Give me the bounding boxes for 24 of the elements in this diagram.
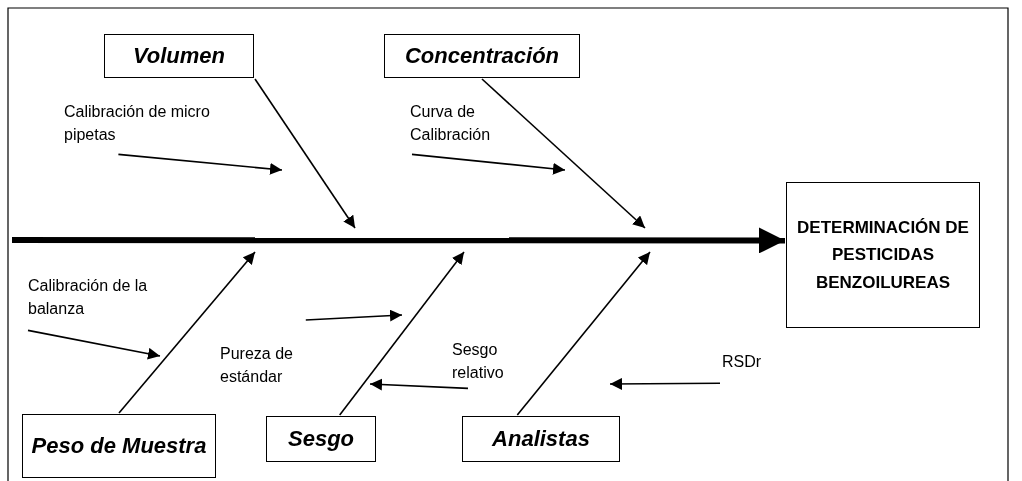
arrow — [481, 78, 646, 229]
category-box: Volumen — [104, 34, 254, 78]
cause-label: Calibración de micro pipetas — [64, 100, 234, 147]
spine-arrow — [12, 227, 785, 254]
arrow — [411, 153, 566, 175]
cause-label: Curva de Calibración — [410, 100, 530, 147]
cause-label: Sesgo relativo — [452, 338, 532, 385]
category-box: Concentración — [384, 34, 580, 78]
category-box: Analistas — [462, 416, 620, 462]
category-box: Sesgo — [266, 416, 376, 462]
cause-label: Calibración de la balanza — [28, 274, 198, 321]
cause-label: Pureza de estándar — [220, 342, 330, 389]
arrow — [369, 378, 469, 391]
arrow — [609, 377, 721, 390]
arrow — [27, 329, 161, 360]
arrow — [118, 251, 256, 414]
arrow — [338, 251, 465, 416]
arrow — [117, 153, 283, 175]
effect-box: DETERMINACIÓN DE PESTICIDAS BENZOILUREAS — [786, 182, 980, 328]
arrow — [516, 251, 651, 416]
cause-label: RSDr — [722, 350, 772, 374]
category-box: Peso de Muestra — [22, 414, 216, 478]
arrow — [305, 309, 403, 322]
arrow — [254, 78, 356, 229]
